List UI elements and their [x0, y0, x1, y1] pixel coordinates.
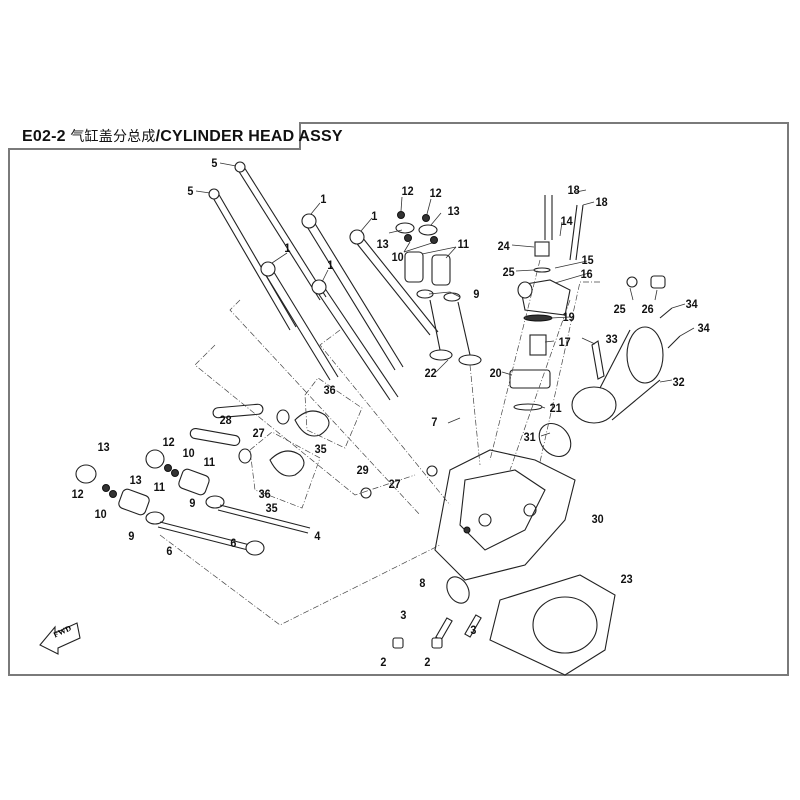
callout-6: 6	[230, 536, 237, 550]
intake-manifold	[538, 275, 681, 458]
callout-3: 3	[400, 608, 407, 622]
callout-9: 9	[473, 287, 480, 301]
callout-10: 10	[94, 507, 107, 521]
callout-10: 10	[391, 250, 404, 264]
bolt-1-b	[349, 229, 439, 336]
thermostat-stack	[509, 195, 584, 411]
callout-30: 30	[591, 512, 604, 526]
head-gasket	[489, 574, 616, 676]
callout-34: 34	[697, 321, 710, 335]
callout-8: 8	[419, 576, 426, 590]
cylinder-head	[360, 449, 576, 649]
callout-5: 5	[187, 184, 194, 198]
forward-arrow-icon	[39, 622, 81, 655]
callout-1: 1	[327, 258, 334, 272]
title-cn: 气缸盖分总成	[70, 129, 156, 145]
callout-11: 11	[153, 480, 166, 494]
callout-12: 12	[429, 186, 442, 200]
bolt-5-b	[208, 188, 297, 331]
callout-24: 24	[497, 239, 510, 253]
callout-26: 26	[641, 302, 654, 316]
callout-21: 21	[549, 401, 562, 415]
callout-3: 3	[470, 623, 477, 637]
callout-16: 16	[580, 267, 593, 281]
callout-23: 23	[620, 572, 633, 586]
callout-29: 29	[356, 463, 369, 477]
callout-2: 2	[380, 655, 387, 669]
callout-9: 9	[128, 529, 135, 543]
callout-11: 11	[457, 237, 470, 251]
callout-27: 27	[252, 426, 265, 440]
callout-13: 13	[97, 440, 110, 454]
callout-32: 32	[672, 375, 685, 389]
callout-34: 34	[685, 297, 698, 311]
callout-15: 15	[581, 253, 594, 267]
bolt-1-a	[301, 213, 404, 371]
callout-19: 19	[562, 310, 575, 324]
assembly-lines	[159, 259, 600, 626]
callout-9: 9	[189, 496, 196, 510]
rocker-arm-assembly	[189, 377, 363, 509]
title-code: E02-2	[22, 128, 66, 145]
callout-13: 13	[447, 204, 460, 218]
callout-2: 2	[424, 655, 431, 669]
callout-36: 36	[258, 487, 271, 501]
callout-4: 4	[314, 529, 321, 543]
callout-leaders	[195, 162, 695, 437]
callout-14: 14	[560, 214, 573, 228]
callout-28: 28	[219, 413, 232, 427]
callout-18: 18	[567, 183, 580, 197]
callout-25: 25	[502, 265, 515, 279]
callout-12: 12	[401, 184, 414, 198]
bolt-1-d	[311, 279, 399, 401]
callout-1: 1	[320, 192, 327, 206]
callout-5: 5	[211, 156, 218, 170]
callout-12: 12	[71, 487, 84, 501]
title-en: /CYLINDER HEAD ASSY	[155, 128, 343, 145]
callout-35: 35	[314, 442, 327, 456]
bolt-1-c	[260, 261, 339, 381]
callout-17: 17	[558, 335, 571, 349]
title-box: E02-2 气缸盖分总成/CYLINDER HEAD ASSY	[8, 122, 343, 150]
callout-10: 10	[182, 446, 195, 460]
callout-36: 36	[323, 383, 336, 397]
page-title: E02-2 气缸盖分总成/CYLINDER HEAD ASSY	[22, 126, 343, 146]
callout-35: 35	[265, 501, 278, 515]
callout-13: 13	[376, 237, 389, 251]
callout-33: 33	[605, 332, 618, 346]
callout-7: 7	[431, 415, 438, 429]
bolt-5-a	[234, 161, 327, 301]
callout-27: 27	[388, 477, 401, 491]
valve-train-left	[75, 449, 311, 556]
callout-13: 13	[129, 473, 142, 487]
callout-12: 12	[162, 435, 175, 449]
callout-25: 25	[613, 302, 626, 316]
callout-11: 11	[203, 455, 216, 469]
callout-31: 31	[523, 430, 536, 444]
callout-18: 18	[595, 195, 608, 209]
callout-6: 6	[166, 544, 173, 558]
valve-train-upper	[395, 211, 482, 366]
callout-1: 1	[284, 241, 291, 255]
callout-1: 1	[371, 209, 378, 223]
callout-22: 22	[424, 366, 437, 380]
callout-20: 20	[489, 366, 502, 380]
